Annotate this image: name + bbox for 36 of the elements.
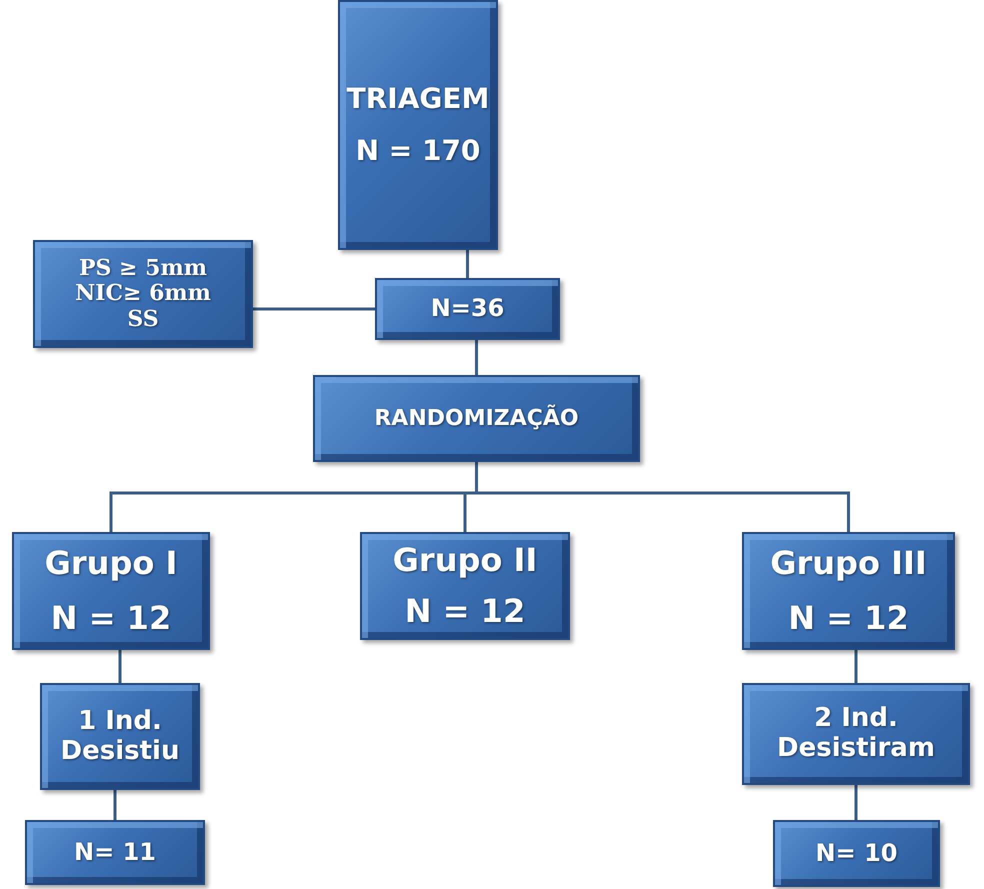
process-box [742,532,955,650]
process-box [12,532,210,650]
box-text: TRIAGEM [346,82,490,115]
connector-line [475,340,478,375]
connector-line [253,308,375,310]
box-text: N=36 [430,295,504,323]
box-text: N = 170 [356,135,480,168]
process-box [360,532,570,640]
box-text: 2 Ind. Desistiram [776,704,936,764]
box-text: RANDOMIZAÇÃO [374,406,579,432]
box-text: Grupo II [392,542,538,579]
process-box [773,820,940,887]
box-text: N = 12 [50,600,172,637]
connector-line [114,790,116,820]
box-text: SS [127,306,159,332]
box-text: N= 11 [74,838,156,866]
connector-line [118,650,122,683]
connector-line [854,650,858,683]
box-text: Grupo I [44,545,178,582]
box-text: NIC≥ 6mm [75,281,211,307]
box-text: PS ≥ 5mm [78,256,208,282]
box-text: N = 12 [788,600,909,637]
connector-line [475,462,850,532]
box-text: N = 12 [404,593,526,630]
process-box [742,683,970,785]
box-text: 1 Ind. Desistiu [60,706,180,766]
process-box [338,0,498,250]
connector-line [466,250,469,278]
process-box [313,375,640,462]
process-box [33,240,253,348]
process-box [25,820,205,885]
process-box [40,683,200,790]
connector-line [854,785,858,820]
box-text: Grupo III [770,545,927,582]
process-box [375,278,560,340]
box-text: N= 10 [816,840,898,868]
